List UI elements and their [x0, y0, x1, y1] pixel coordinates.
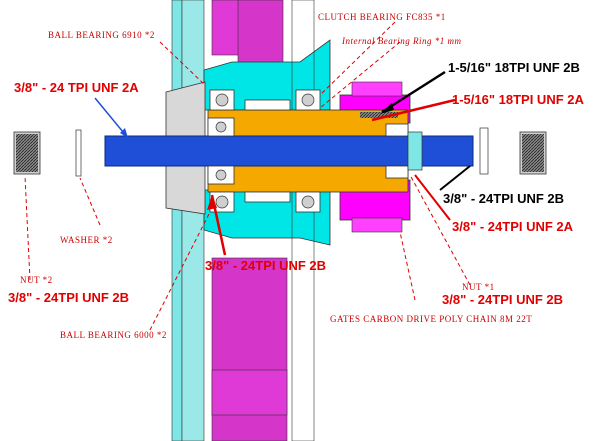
leader-thread-red-mid — [414, 174, 451, 221]
bearing-ball — [215, 93, 229, 107]
bearing-ball — [215, 121, 227, 133]
washer-left — [75, 129, 82, 177]
right-bearing-lower — [385, 165, 409, 179]
label-washer: WASHER *2 — [60, 235, 113, 245]
leader-clutch-bearing — [319, 21, 396, 96]
arrowhead — [380, 103, 394, 114]
bearing-ball — [301, 93, 315, 107]
label-thread-bottom-left: 3/8" - 24TPI UNF 2B — [8, 290, 129, 305]
leader-washer — [79, 177, 101, 226]
label-nut-right: NUT *1 — [462, 282, 495, 292]
leader-thread-black-mid — [439, 165, 471, 191]
label-thread-top-left: 3/8" - 24 TPI UNF 2A — [14, 80, 139, 95]
sprocket-tooth-top — [351, 81, 403, 97]
label-thread-center-bottom: 3/8" - 24TPI UNF 2B — [205, 258, 326, 273]
label-gates-chain: GATES CARBON DRIVE POLY CHAIN 8M 22T — [330, 314, 532, 324]
leader-ball-bearing-top — [159, 41, 206, 86]
leader-thread-red-right — [371, 98, 456, 122]
washer-right — [479, 127, 489, 175]
spacer-right — [407, 131, 423, 171]
frame-tube-block — [211, 369, 288, 416]
clutch-roller-top — [244, 99, 291, 111]
bearing-ball — [301, 195, 315, 209]
nut-left-thread — [16, 134, 38, 172]
housing-column — [181, 0, 205, 441]
label-thread-red-mid: 3/8" - 24TPI UNF 2A — [452, 219, 574, 234]
leader-nut-left — [24, 175, 31, 281]
left-frame-strip — [171, 0, 183, 441]
bearing-ball — [215, 169, 227, 181]
leader-lines — [24, 21, 471, 331]
label-internal-bearing: Internal Bearing Ring *1 mm — [341, 36, 462, 46]
label-thread-black-right: 1-5/16" 18TPI UNF 2B — [448, 60, 580, 75]
arrowhead — [207, 195, 217, 210]
label-ball-bearing-top: BALL BEARING 6910 *2 — [48, 30, 155, 40]
right-bearing-upper — [385, 123, 409, 137]
label-thread-black-mid: 3/8" - 24TPI UNF 2B — [443, 191, 564, 206]
housing-outline — [291, 0, 315, 441]
bearing-ball — [215, 195, 229, 209]
leader-ball-bearing-bottom — [149, 211, 211, 331]
sleeve-thread — [360, 112, 398, 118]
label-ball-bearing-bottom: BALL BEARING 6000 *2 — [60, 330, 167, 340]
sleeve-lower — [207, 163, 409, 193]
leader-internal-bearing — [319, 41, 401, 109]
label-thread-bottom-right: 3/8" - 24TPI UNF 2B — [442, 292, 563, 307]
clutch-roller-bottom — [244, 191, 291, 203]
arrowhead — [120, 128, 128, 138]
leader-gates-chain — [399, 231, 416, 301]
label-clutch-bearing: CLUTCH BEARING FC835 *1 — [318, 12, 446, 22]
nut-right-thread — [522, 134, 544, 172]
label-nut-left: NUT *2 — [20, 275, 53, 285]
label-thread-red-right: 1-5/16" 18TPI UNF 2A — [452, 92, 584, 107]
sprocket-tooth-bottom — [351, 217, 403, 233]
